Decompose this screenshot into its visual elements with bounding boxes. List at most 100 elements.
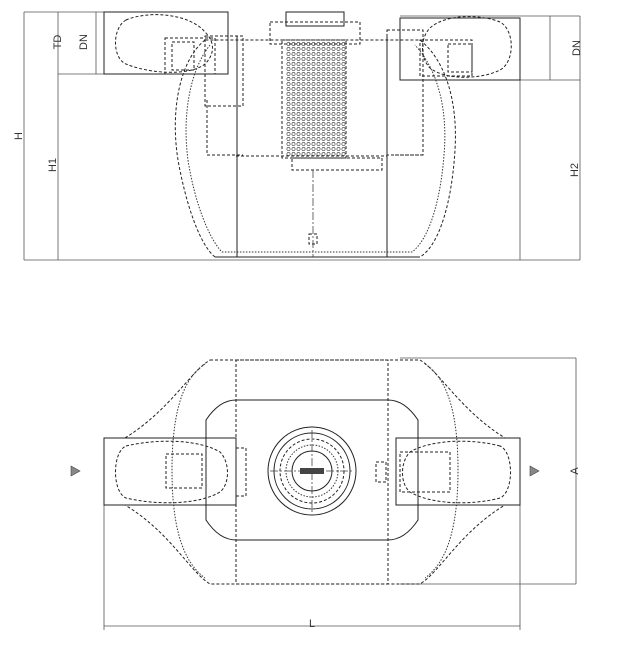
mesh-hole — [301, 97, 306, 101]
mesh-hole — [326, 127, 331, 131]
mesh-hole — [306, 127, 311, 131]
filter-basket — [281, 39, 347, 159]
mesh-hole — [336, 152, 341, 156]
mesh-hole — [301, 127, 306, 131]
mesh-hole — [336, 117, 341, 121]
mesh-hole — [331, 92, 336, 96]
h1-label: H1 — [47, 158, 59, 172]
mesh-hole — [341, 52, 346, 56]
mesh-hole — [291, 127, 296, 131]
mesh-hole — [336, 52, 341, 56]
mesh-hole — [286, 142, 291, 146]
mesh-hole — [291, 47, 296, 51]
mesh-hole — [286, 127, 291, 131]
mesh-hole — [341, 137, 346, 141]
mesh-hole — [336, 132, 341, 136]
outlet-pipe-outer — [399, 17, 521, 81]
mesh-hole — [291, 147, 296, 151]
top-inner-body — [205, 399, 419, 541]
top-inlet-outer — [103, 437, 237, 506]
mesh-hole — [286, 102, 291, 106]
mesh-hole — [296, 92, 301, 96]
mesh-hole — [331, 62, 336, 66]
top-inlet-socket — [165, 453, 203, 489]
mesh-hole — [316, 107, 321, 111]
filter-center-plug — [300, 468, 324, 474]
mesh-hole — [331, 147, 336, 151]
mesh-hole — [321, 137, 326, 141]
mesh-hole — [311, 137, 316, 141]
mesh-hole — [296, 52, 301, 56]
mesh-hole — [296, 117, 301, 121]
mesh-hole — [296, 132, 301, 136]
mesh-hole — [321, 72, 326, 76]
mesh-hole — [341, 132, 346, 136]
mesh-hole — [331, 137, 336, 141]
top-outlet-outer — [395, 437, 521, 506]
mesh-hole — [286, 82, 291, 86]
mesh-hole — [341, 97, 346, 101]
mesh-hole — [311, 92, 316, 96]
mesh-hole — [286, 92, 291, 96]
mesh-hole — [321, 57, 326, 61]
mesh-hole — [336, 72, 341, 76]
section-arrow-right — [529, 465, 540, 477]
mesh-hole — [331, 102, 336, 106]
mesh-hole — [291, 42, 296, 46]
mesh-hole — [286, 42, 291, 46]
mesh-hole — [326, 132, 331, 136]
mesh-hole — [296, 42, 301, 46]
mesh-hole — [301, 112, 306, 116]
mesh-hole — [336, 97, 341, 101]
mesh-hole — [311, 82, 316, 86]
mesh-hole — [321, 117, 326, 121]
outlet-socket — [447, 43, 473, 73]
top-tank-outline — [103, 359, 521, 585]
mesh-hole — [316, 67, 321, 71]
dn-right-label: DN — [571, 40, 583, 56]
mesh-hole — [286, 67, 291, 71]
mesh-hole — [341, 67, 346, 71]
mesh-hole — [321, 77, 326, 81]
mesh-hole — [291, 87, 296, 91]
inlet-flange — [164, 37, 216, 75]
mesh-hole — [326, 107, 331, 111]
mesh-hole — [316, 127, 321, 131]
mesh-hole — [341, 147, 346, 151]
mesh-hole — [311, 107, 316, 111]
mesh-hole — [341, 92, 346, 96]
mesh-hole — [291, 137, 296, 141]
mesh-hole — [296, 107, 301, 111]
mesh-hole — [341, 42, 346, 46]
mesh-hole — [316, 152, 321, 156]
inlet-socket — [171, 41, 195, 71]
mesh-hole — [291, 97, 296, 101]
mesh-hole — [306, 122, 311, 126]
mesh-hole — [331, 122, 336, 126]
top-view: A L — [70, 357, 581, 630]
mesh-hole — [311, 117, 316, 121]
mesh-hole — [306, 77, 311, 81]
mesh-hole — [331, 112, 336, 116]
mesh-hole — [291, 112, 296, 116]
mesh-hole — [331, 52, 336, 56]
mesh-hole — [331, 57, 336, 61]
mesh-hole — [336, 42, 341, 46]
mesh-hole — [296, 57, 301, 61]
mesh-hole — [326, 77, 331, 81]
mesh-hole — [296, 147, 301, 151]
mesh-hole — [336, 67, 341, 71]
mesh-hole — [311, 42, 316, 46]
filter-top-frame — [269, 21, 361, 45]
mesh-hole — [291, 67, 296, 71]
mesh-hole — [286, 62, 291, 66]
mesh-hole — [286, 112, 291, 116]
a-label: A — [569, 467, 581, 475]
mesh-hole — [291, 132, 296, 136]
tank-body-inner — [185, 44, 446, 253]
mesh-hole — [311, 47, 316, 51]
mesh-hole — [311, 142, 316, 146]
mesh-hole — [311, 102, 316, 106]
filter-mesh — [286, 42, 346, 156]
mesh-hole — [326, 142, 331, 146]
